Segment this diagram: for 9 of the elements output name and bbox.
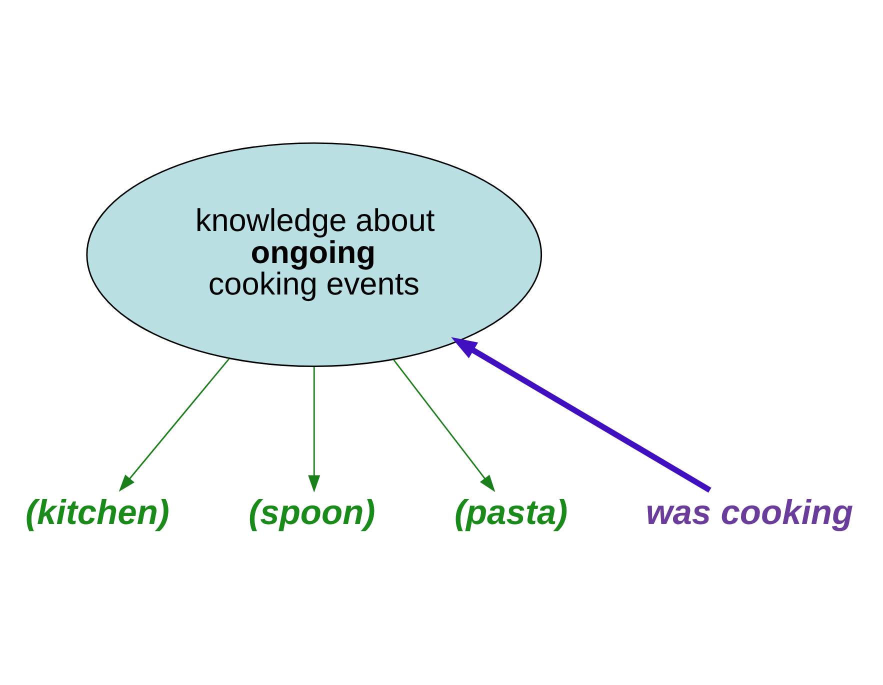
arrow (118, 358, 230, 492)
arrow (451, 337, 712, 493)
node-text: (pasta) (454, 494, 568, 532)
arrow (393, 359, 496, 492)
node-ellipse: knowledge about ongoing cooking events (86, 142, 542, 368)
arrow (308, 367, 320, 492)
node-text: (spoon) (248, 494, 376, 532)
node-text: (kitchen) (26, 494, 170, 532)
node-text: was cooking (646, 494, 854, 532)
